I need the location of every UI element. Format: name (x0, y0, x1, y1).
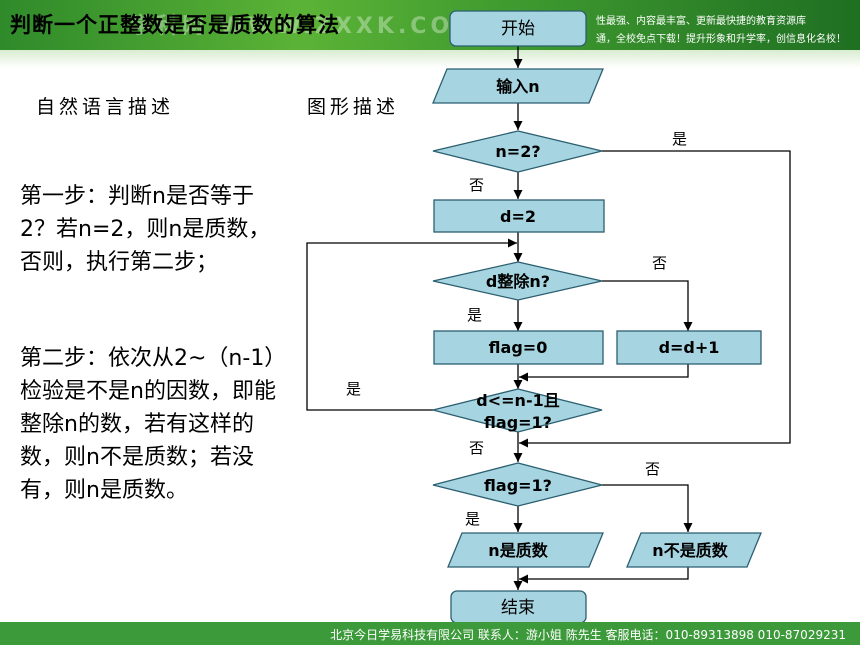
cond-n2-diamond (432, 130, 603, 173)
increment-label: d=d+1 (659, 338, 720, 357)
n2-yes-label: 是 (672, 130, 687, 148)
step-two-text: 第二步：依次从2~（n-1）检验是不是n的因数，即能整除n的数，若有这样的数，则… (20, 346, 276, 503)
end-label: 结束 (501, 598, 535, 618)
cond-loop-label-line-1: d<=n-1且 (476, 391, 559, 410)
flag-yes-label: 是 (465, 510, 480, 528)
not-prime-output (626, 532, 762, 568)
start-label: 开始 (501, 19, 535, 39)
cond-flag-diamond (432, 462, 603, 507)
footer-bar: 北京今日学易科技有限公司 联系人：游小姐 陈先生 客服电话：010-893138… (0, 622, 860, 645)
divide-yes-label: 是 (467, 306, 482, 324)
step-one-text: 第一步：判断n是否等于2？若n=2，则n是质数，否则，执行第二步； (20, 184, 271, 275)
cond-n2-label: n=2? (495, 142, 540, 161)
page-title: 判断一个正整数是否是质数的算法 (10, 13, 340, 37)
cond-loop-diamond (432, 388, 603, 433)
assign-d-box (433, 199, 605, 233)
flag0-box (433, 330, 604, 365)
cond-flag-label: flag=1? (484, 476, 552, 495)
cond-divide-diamond (432, 261, 603, 301)
loop-yes-label: 是 (346, 380, 361, 398)
prime-output (447, 532, 604, 568)
input-parallelogram (432, 68, 604, 104)
footer-contact: 北京今日学易科技有限公司 联系人：游小姐 陈先生 客服电话：010-893138… (330, 628, 846, 642)
not-prime-label: n不是质数 (652, 541, 728, 560)
loop-no-label: 否 (469, 439, 484, 457)
connector-divide-increment (602, 280, 693, 331)
start-terminal (449, 10, 587, 47)
assign-d-label: d=2 (500, 207, 536, 226)
header-promo-line-1: 性最强、内容最丰富、更新最快捷的教育资源库 (596, 16, 806, 27)
flag0-label: flag=0 (489, 338, 548, 357)
connector-loop-back (306, 238, 517, 411)
natural-language-label: 自然语言描述 (36, 96, 175, 118)
cond-divide-label: d整除n? (486, 272, 550, 291)
header-promo-line-2: 通，全校免点下载！提升形象和升学率，创信息化名校！ (596, 34, 846, 45)
connector-notprime-merge (519, 567, 689, 584)
header-divider (0, 50, 860, 68)
flag-no-label: 否 (645, 460, 660, 478)
divide-no-label: 否 (652, 254, 667, 272)
cond-loop-label-line-2: flag=1? (484, 413, 552, 432)
prime-label: n是质数 (488, 541, 548, 560)
graphical-label: 图形描述 (307, 96, 400, 118)
connector-increment-merge (519, 364, 689, 382)
increment-box (616, 330, 762, 365)
connector-n2-yes (519, 150, 791, 448)
input-label: 输入n (496, 77, 539, 96)
connector-flag-notprime (602, 484, 693, 532)
n2-no-label: 否 (469, 176, 484, 194)
